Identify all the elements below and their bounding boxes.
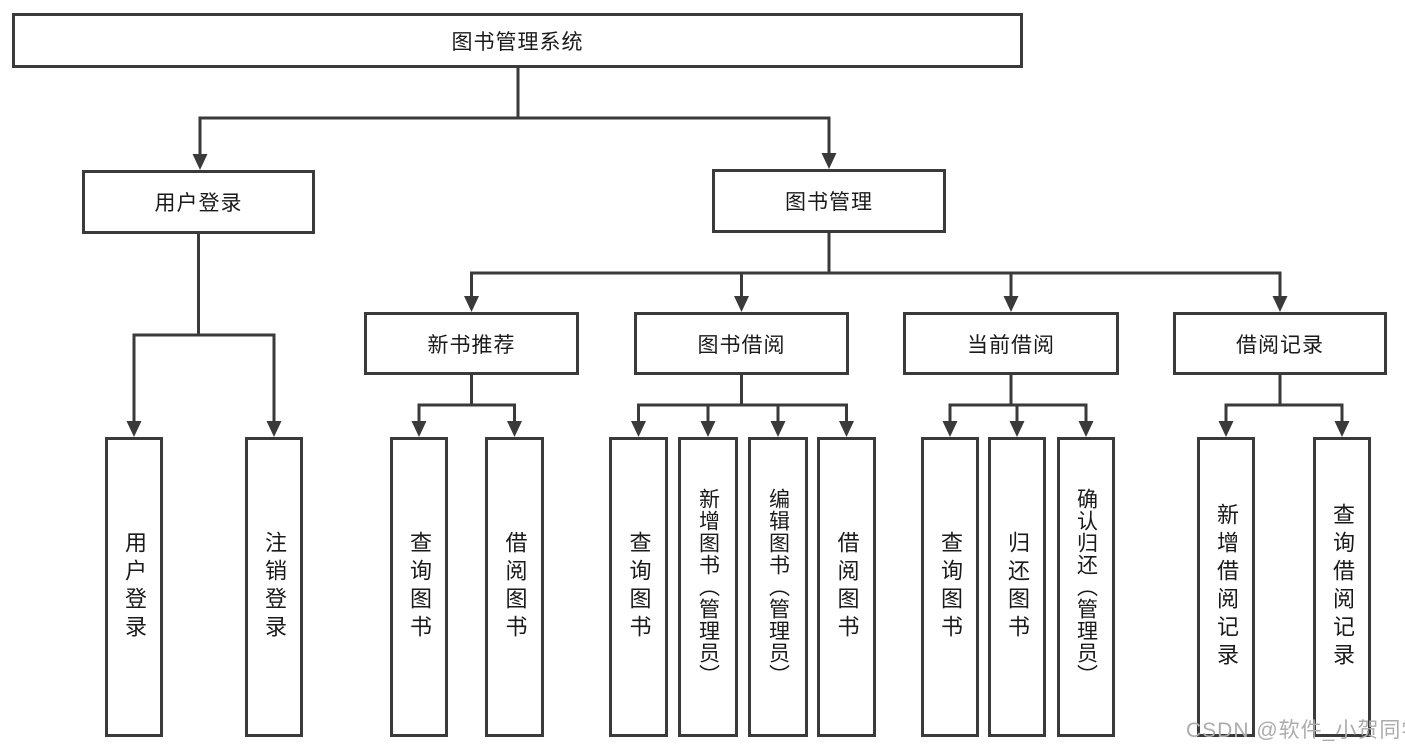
node-nb-borrow-label: 借阅图书 bbox=[502, 531, 528, 643]
node-leaf-user-login: 用户登录 bbox=[105, 437, 163, 737]
node-book-borrow: 图书借阅 bbox=[634, 312, 849, 375]
node-cb-return: 归还图书 bbox=[988, 437, 1046, 737]
node-bb-add: 新增图书（管理员） bbox=[678, 437, 738, 737]
node-cb-query-label: 查询图书 bbox=[938, 531, 963, 643]
csdn-watermark: CSDN @软件_小贺同学 bbox=[1186, 719, 1405, 742]
node-borrow-records-label: 借阅记录 bbox=[1236, 333, 1324, 357]
node-br-add-label: 新增借阅记录 bbox=[1214, 503, 1239, 671]
node-new-book-rec-label: 新书推荐 bbox=[427, 333, 516, 357]
node-user-login: 用户登录 bbox=[82, 170, 315, 234]
node-nb-query-label: 查询图书 bbox=[407, 531, 432, 643]
node-root: 图书管理系统 bbox=[12, 13, 1023, 68]
node-user-login-label: 用户登录 bbox=[154, 192, 243, 215]
node-new-book-rec: 新书推荐 bbox=[364, 312, 579, 375]
node-borrow-records: 借阅记录 bbox=[1173, 312, 1387, 375]
node-book-borrow-label: 图书借阅 bbox=[697, 333, 786, 357]
node-bb-query: 查询图书 bbox=[609, 437, 668, 737]
node-cb-return-label: 归还图书 bbox=[1005, 531, 1030, 643]
node-cb-query: 查询图书 bbox=[921, 437, 979, 737]
node-cb-confirm: 确认归还（管理员） bbox=[1057, 437, 1115, 737]
node-br-query-label: 查询借阅记录 bbox=[1330, 503, 1355, 671]
node-leaf-logout-label: 注销登录 bbox=[262, 531, 287, 643]
node-current-borrow-label: 当前借阅 bbox=[967, 333, 1055, 357]
node-bb-query-label: 查询图书 bbox=[626, 531, 652, 643]
node-book-mgmt-label: 图书管理 bbox=[785, 191, 873, 214]
node-root-label: 图书管理系统 bbox=[451, 30, 584, 54]
node-leaf-logout: 注销登录 bbox=[245, 437, 303, 737]
node-bb-borrow-label: 借阅图书 bbox=[834, 531, 860, 643]
node-nb-borrow: 借阅图书 bbox=[485, 437, 544, 737]
node-leaf-user-login-label: 用户登录 bbox=[122, 531, 147, 643]
node-br-query: 查询借阅记录 bbox=[1313, 437, 1371, 737]
node-bb-edit: 编辑图书（管理员） bbox=[748, 437, 808, 737]
node-book-mgmt: 图书管理 bbox=[712, 169, 946, 233]
node-cb-confirm-label: 确认归还（管理员） bbox=[1074, 488, 1098, 686]
node-bb-add-label: 新增图书（管理员） bbox=[696, 488, 720, 686]
node-current-borrow: 当前借阅 bbox=[903, 312, 1119, 375]
node-bb-borrow: 借阅图书 bbox=[817, 437, 876, 737]
node-br-add: 新增借阅记录 bbox=[1197, 437, 1255, 737]
node-bb-edit-label: 编辑图书（管理员） bbox=[766, 488, 790, 686]
node-nb-query: 查询图书 bbox=[390, 437, 448, 737]
